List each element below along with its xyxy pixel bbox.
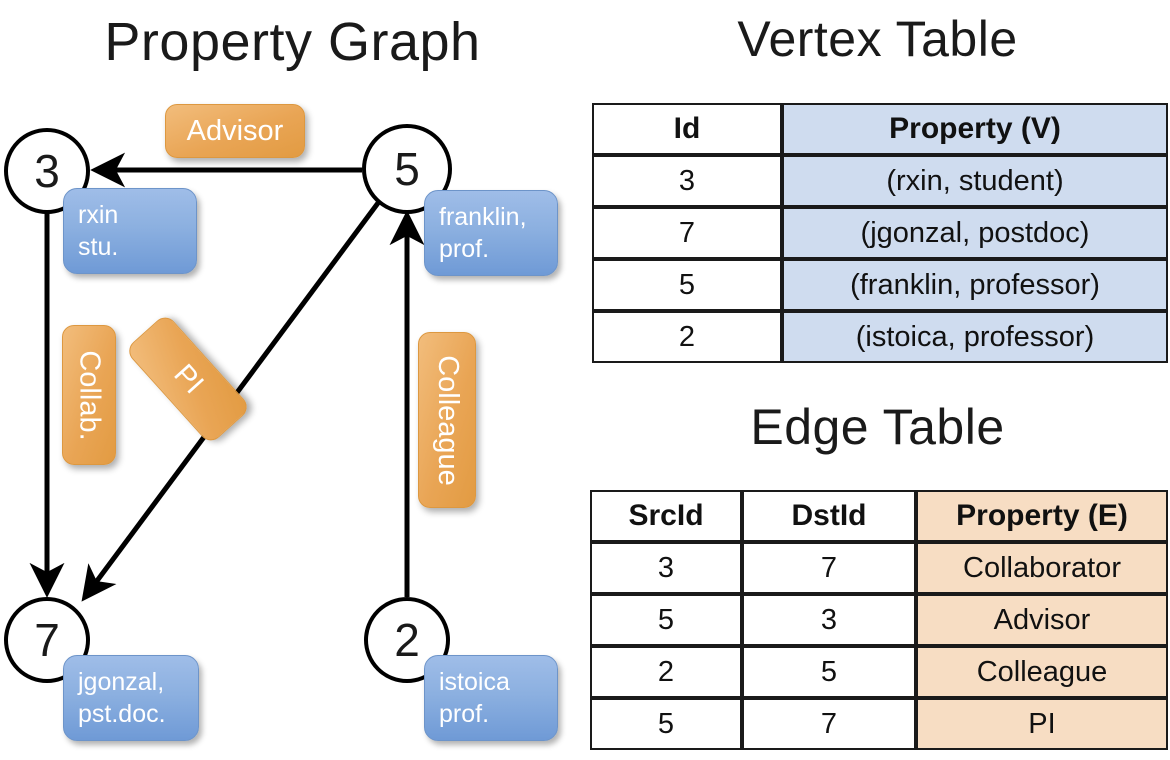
edge-label-advisor-text: Advisor	[186, 114, 284, 147]
edge-cell-property: Advisor	[916, 594, 1168, 646]
vertex-table-header-id: Id	[592, 103, 782, 155]
node-property-franklin-line2: prof.	[439, 235, 490, 263]
node-property-jgonzal-line2: pst.doc.	[78, 700, 166, 728]
edge-label-pi-text: PI	[167, 357, 210, 400]
edge-label-collab-text: Collab.	[73, 349, 106, 441]
table-row: 5 (franklin, professor)	[592, 259, 1168, 311]
edge-table-header-property: Property (E)	[916, 490, 1168, 542]
edge-cell-dstid: 7	[742, 698, 916, 750]
node-property-bubble-rxin: rxin stu.	[63, 188, 197, 274]
vertex-cell-property: (franklin, professor)	[782, 259, 1168, 311]
vertex-cell-id: 3	[592, 155, 782, 207]
edge-cell-property: PI	[916, 698, 1168, 750]
vertex-table-header-row: Id Property (V)	[592, 103, 1168, 155]
graph-node-7-label: 7	[34, 614, 60, 666]
node-property-jgonzal-line1: jgonzal,	[78, 668, 165, 696]
node-property-istoica-line1: istoica	[439, 668, 510, 696]
node-property-bubble-franklin: franklin, prof.	[424, 190, 558, 276]
graph-node-5-label: 5	[394, 143, 420, 195]
vertex-cell-id: 2	[592, 311, 782, 363]
table-row: 2 5 Colleague	[590, 646, 1168, 698]
node-property-franklin-line1: franklin,	[439, 203, 527, 231]
page-title-vertex-table: Vertex Table	[737, 11, 1018, 67]
edge-table-header-dstid: DstId	[742, 490, 916, 542]
node-property-rxin-line2: stu.	[78, 233, 119, 261]
edge-cell-dstid: 7	[742, 542, 916, 594]
edge-table-header-row: SrcId DstId Property (E)	[590, 490, 1168, 542]
graph-node-2[interactable]: 2	[364, 597, 450, 683]
edge-label-advisor: Advisor	[165, 104, 305, 158]
node-property-rxin-line1: rxin	[78, 201, 119, 229]
edge-cell-srcid: 5	[590, 594, 742, 646]
vertex-cell-property: (jgonzal, postdoc)	[782, 207, 1168, 259]
graph-node-2-label: 2	[394, 614, 420, 666]
vertex-cell-id: 7	[592, 207, 782, 259]
vertex-table-header-property: Property (V)	[782, 103, 1168, 155]
table-row: 5 7 PI	[590, 698, 1168, 750]
table-row: 3 (rxin, student)	[592, 155, 1168, 207]
edge-cell-dstid: 3	[742, 594, 916, 646]
table-row: 2 (istoica, professor)	[592, 311, 1168, 363]
property-graph-diagram: 3 5 7 2 rxin stu. franklin, prof. jgonza…	[4, 104, 558, 741]
edge-cell-srcid: 3	[590, 542, 742, 594]
table-row: 7 (jgonzal, postdoc)	[592, 207, 1168, 259]
vertex-cell-property: (rxin, student)	[782, 155, 1168, 207]
page-title-property-graph: Property Graph	[104, 12, 481, 72]
edge-label-colleague: Colleague	[418, 332, 476, 508]
edge-cell-property: Collaborator	[916, 542, 1168, 594]
edge-cell-srcid: 5	[590, 698, 742, 750]
table-row: 3 7 Collaborator	[590, 542, 1168, 594]
edge-cell-dstid: 5	[742, 646, 916, 698]
table-row: 5 3 Advisor	[590, 594, 1168, 646]
edge-label-collab: Collab.	[62, 325, 116, 465]
node-property-bubble-istoica: istoica prof.	[424, 655, 558, 741]
node-property-bubble-jgonzal: jgonzal, pst.doc.	[63, 655, 199, 741]
edge-table-header-srcid: SrcId	[590, 490, 742, 542]
vertex-cell-property: (istoica, professor)	[782, 311, 1168, 363]
vertex-table: Id Property (V) 3 (rxin, student) 7 (jgo…	[592, 103, 1168, 363]
edge-cell-property: Colleague	[916, 646, 1168, 698]
node-property-istoica-line2: prof.	[439, 700, 490, 728]
edge-label-colleague-text: Colleague	[431, 354, 464, 486]
vertex-cell-id: 5	[592, 259, 782, 311]
edge-cell-srcid: 2	[590, 646, 742, 698]
page-title-edge-table: Edge Table	[750, 399, 1005, 455]
edge-table: SrcId DstId Property (E) 3 7 Collaborato…	[590, 490, 1168, 750]
graph-node-3-label: 3	[34, 145, 60, 197]
